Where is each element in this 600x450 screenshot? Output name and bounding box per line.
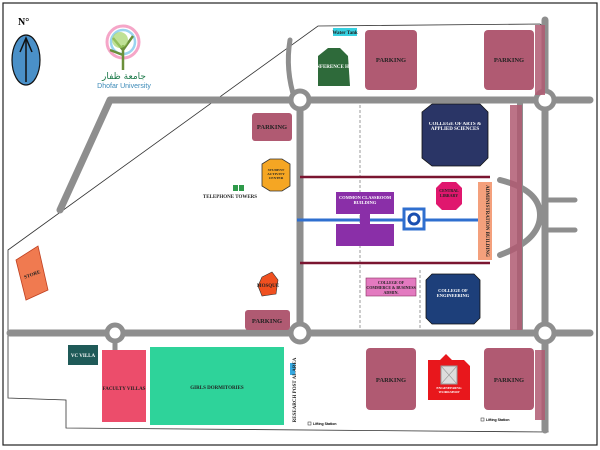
svg-text:PARKING: PARKING — [376, 377, 406, 384]
svg-text:STORE: STORE — [24, 270, 42, 281]
svg-text:Water Tank: Water Tank — [332, 31, 358, 36]
college-of-commerce: COLLEGE OF COMMERCE & BUSINESS ADMIN. — [365, 277, 417, 297]
parking-bottom-right: PARKING — [484, 348, 534, 410]
central-library: CENTRAL LIBRARY — [436, 182, 462, 210]
parking-strip-ne — [535, 25, 545, 95]
parking-left-lower: PARKING — [245, 310, 290, 330]
lifting-station-right: Lifting Station — [480, 417, 510, 422]
parking-bottom-center: PARKING — [366, 348, 416, 410]
svg-text:MOSQUE: MOSQUE — [257, 284, 280, 289]
compass-label: N° — [18, 17, 29, 28]
parking-top-center: PARKING — [365, 30, 417, 90]
engineering-workshop: ENGINEERING WORKSHOP — [428, 354, 470, 400]
svg-text:GIRLS DORMITORIES: GIRLS DORMITORIES — [190, 386, 244, 391]
administration-building: ADMINISTRATION BUILDING — [478, 182, 492, 260]
parking-left-upper: PARKING — [252, 113, 292, 141]
central-fountain — [402, 207, 426, 231]
girls-dormitories: GIRLS DORMITORIES — [150, 347, 284, 425]
parking-strip-east — [510, 105, 522, 330]
svg-text:PARKING: PARKING — [494, 57, 524, 64]
north-arrow-icon — [11, 34, 41, 86]
student-activity-center: STUDENT ACTIVITY CENTER — [261, 158, 291, 192]
svg-text:VC VILLA: VC VILLA — [71, 354, 96, 359]
svg-text:Lifting Station: Lifting Station — [313, 422, 337, 426]
water-tank: Water Tank — [332, 28, 358, 36]
svg-text:PARKING: PARKING — [376, 57, 406, 64]
common-classroom-building: COMMON CLASSROOM BUILDING — [336, 192, 394, 246]
faculty-villas: FACULTY VILLAS — [102, 350, 146, 422]
svg-text:PARKING: PARKING — [494, 377, 524, 384]
mosque: MOSQUE — [257, 271, 280, 297]
svg-text:PARKING: PARKING — [257, 124, 287, 131]
research-area: RESEARCH POST AL AREA — [290, 357, 298, 422]
svg-text:TELEPHONE TOWERS: TELEPHONE TOWERS — [203, 195, 257, 200]
svg-text:ADMINISTRATION BUILDING: ADMINISTRATION BUILDING — [484, 185, 489, 257]
svg-text:PARKING: PARKING — [252, 318, 282, 325]
college-of-engineering: COLLEGE OF ENGINEERING — [425, 273, 481, 325]
logo-arabic: جامعة ظفار — [101, 72, 146, 82]
fountain-icon — [407, 212, 421, 226]
telephone-towers: TELEPHONE TOWERS — [203, 185, 257, 200]
college-of-arts: COLLEGE OF ARTS & APPLIED SCIENCES — [421, 103, 489, 167]
lifting-station-left: Lifting Station — [307, 421, 337, 426]
logo-name: Dhofar University — [97, 83, 151, 90]
svg-text:RESEARCH POST AL AREA: RESEARCH POST AL AREA — [293, 357, 298, 422]
svg-text:Lifting Station: Lifting Station — [486, 418, 510, 422]
parking-strip-se — [535, 350, 545, 420]
svg-text:CONFERENCE HALL: CONFERENCE HALL — [309, 65, 360, 70]
store: STORE — [15, 245, 49, 301]
svg-text:FACULTY VILLAS: FACULTY VILLAS — [103, 387, 146, 392]
vc-villa: VC VILLA — [68, 345, 98, 365]
conference-hall: CONFERENCE HALL — [309, 48, 360, 86]
university-logo — [105, 24, 141, 70]
parking-top-right: PARKING — [484, 30, 534, 90]
